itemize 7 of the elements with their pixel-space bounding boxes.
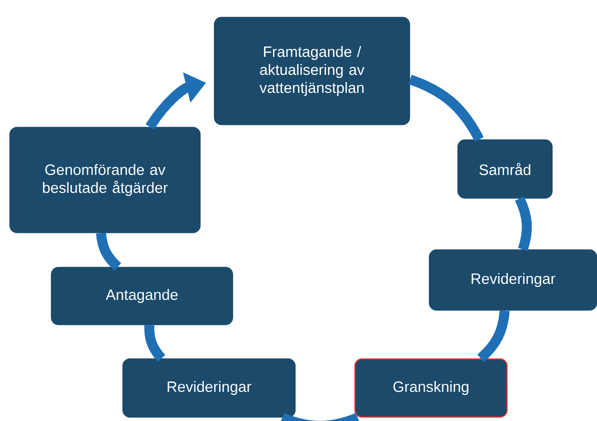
process-box: Revideringar: [428, 249, 597, 311]
process-box: Antagande: [50, 266, 234, 326]
process-box: Revideringar: [122, 358, 296, 418]
process-box: Granskning: [354, 358, 508, 418]
process-box: Samråd: [457, 139, 553, 199]
process-box: Framtagande / aktualisering av vattentjänstplan: [214, 16, 410, 126]
process-box: Genomförande av beslutade åtgärder: [9, 126, 201, 234]
